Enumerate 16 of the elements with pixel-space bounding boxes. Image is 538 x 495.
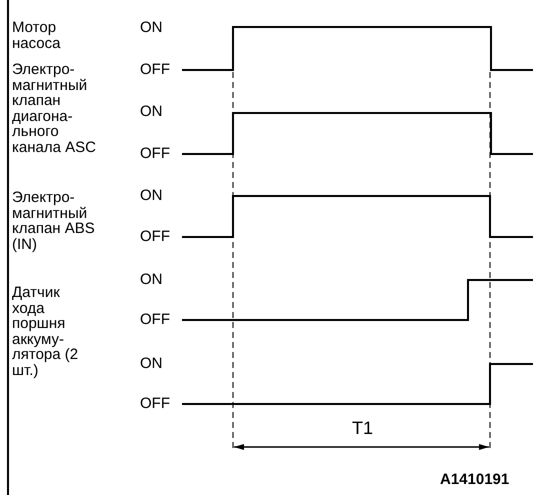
signal-name: Электро- магнитный клапан ABS (IN)	[12, 190, 96, 252]
state-label: OFF	[140, 312, 170, 328]
state-label: OFF	[140, 396, 170, 412]
state-label: ON	[140, 20, 162, 36]
state-label: OFF	[140, 229, 170, 244]
state-label: ON	[140, 356, 162, 372]
state-label: ON	[140, 188, 162, 204]
state-label: OFF	[140, 62, 170, 78]
signal-name: Мотор насоса	[12, 20, 62, 51]
state-label: ON	[140, 104, 162, 120]
signal-name: Электро- магнитный клапан диагона- льного канала ASC	[12, 62, 96, 155]
state-label: OFF	[140, 146, 170, 162]
signal-name: Датчик хода поршня аккуму- лятора (2 шт.)	[12, 285, 80, 378]
dimension-label: T1	[352, 418, 374, 438]
state-label: ON	[140, 272, 162, 288]
figure-code: A1410191	[440, 472, 510, 488]
